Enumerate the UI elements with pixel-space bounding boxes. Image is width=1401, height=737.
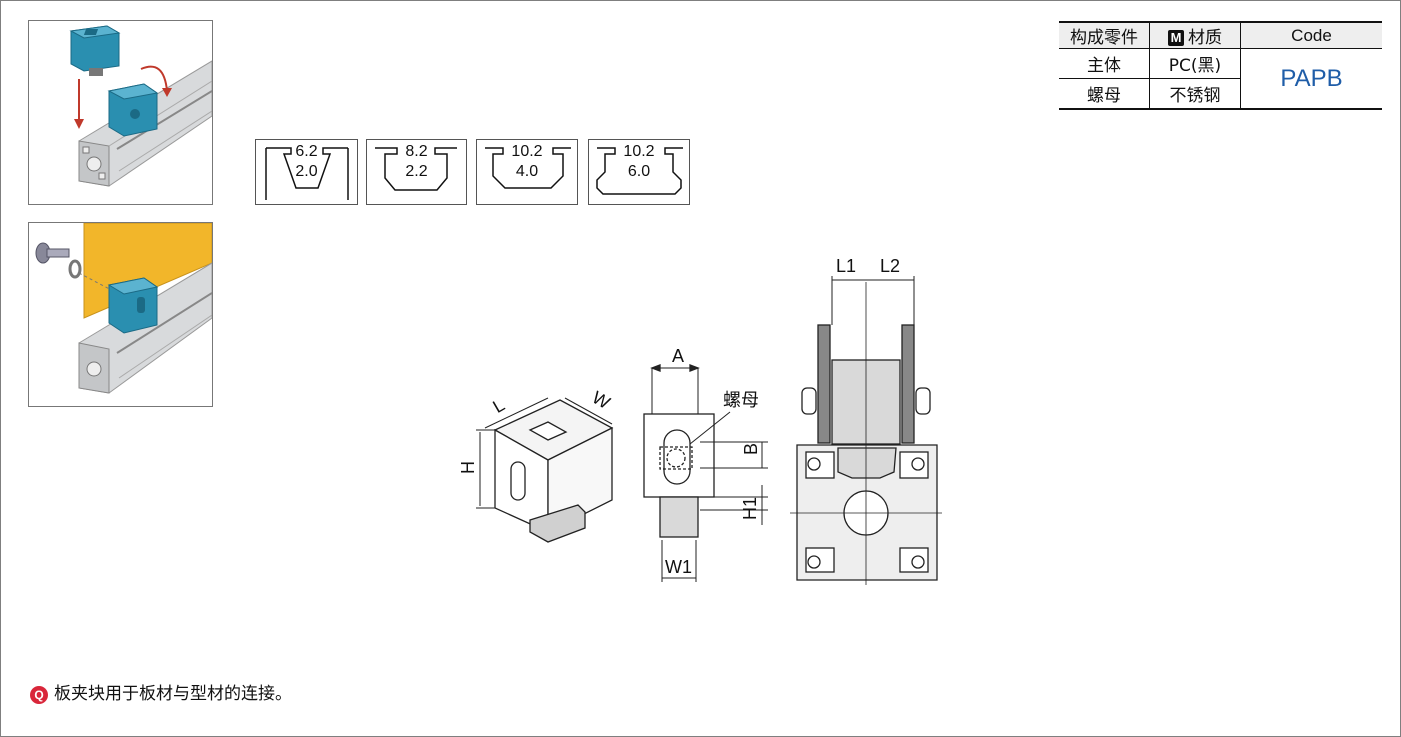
section-view: L1 L2 [790,256,942,585]
part-name: 螺母 [1059,78,1150,110]
slot-depth: 2.2 [405,163,428,180]
slot-profile-3: 10.2 4.0 [476,139,578,205]
svg-text:W1: W1 [665,557,692,577]
part-name: 主体 [1059,48,1150,79]
slot-profile-4: 10.2 6.0 [588,139,690,205]
svg-text:螺母: 螺母 [723,390,759,411]
usage-note: Q 板夹块用于板材与型材的连接。 [30,683,292,705]
svg-text:W: W [589,387,614,413]
slot-depth: 6.0 [627,163,651,180]
slot-width: 8.2 [405,143,428,160]
slot-width: 10.2 [623,143,655,160]
assembly-photo-2 [28,222,213,407]
slot-depth: 4.0 [515,163,539,180]
part-material: PC(黑) [1149,48,1241,79]
svg-text:L1: L1 [836,256,856,276]
svg-text:H: H [458,461,478,474]
header-part: 构成零件 [1059,22,1150,49]
info-icon: Q [30,686,48,704]
slot-profile-1: 6.2 2.0 [255,139,358,205]
assembly-photo-1 [28,20,213,205]
svg-text:B: B [741,443,761,455]
slot-width: 6.2 [295,143,318,160]
material-badge-icon: M [1168,30,1184,46]
side-view: A 螺母 B H1 W1 [643,346,768,582]
part-material: 不锈钢 [1149,78,1241,110]
svg-text:L2: L2 [880,256,900,276]
slot-width: 10.2 [511,143,543,160]
table-row: 主体 PC(黑) PAPB [1059,48,1382,110]
note-text: 板夹块用于板材与型材的连接。 [54,684,292,704]
product-code: PAPB [1240,48,1382,110]
isometric-view: L W H [458,387,614,543]
slot-depth: 2.0 [295,163,318,180]
svg-text:A: A [672,346,684,366]
svg-text:H1: H1 [740,497,760,520]
header-code: Code [1240,22,1382,49]
table-row: 螺母 不锈钢 [1059,78,1382,110]
slot-profile-2: 8.2 2.2 [366,139,467,205]
svg-text:L: L [489,395,508,417]
